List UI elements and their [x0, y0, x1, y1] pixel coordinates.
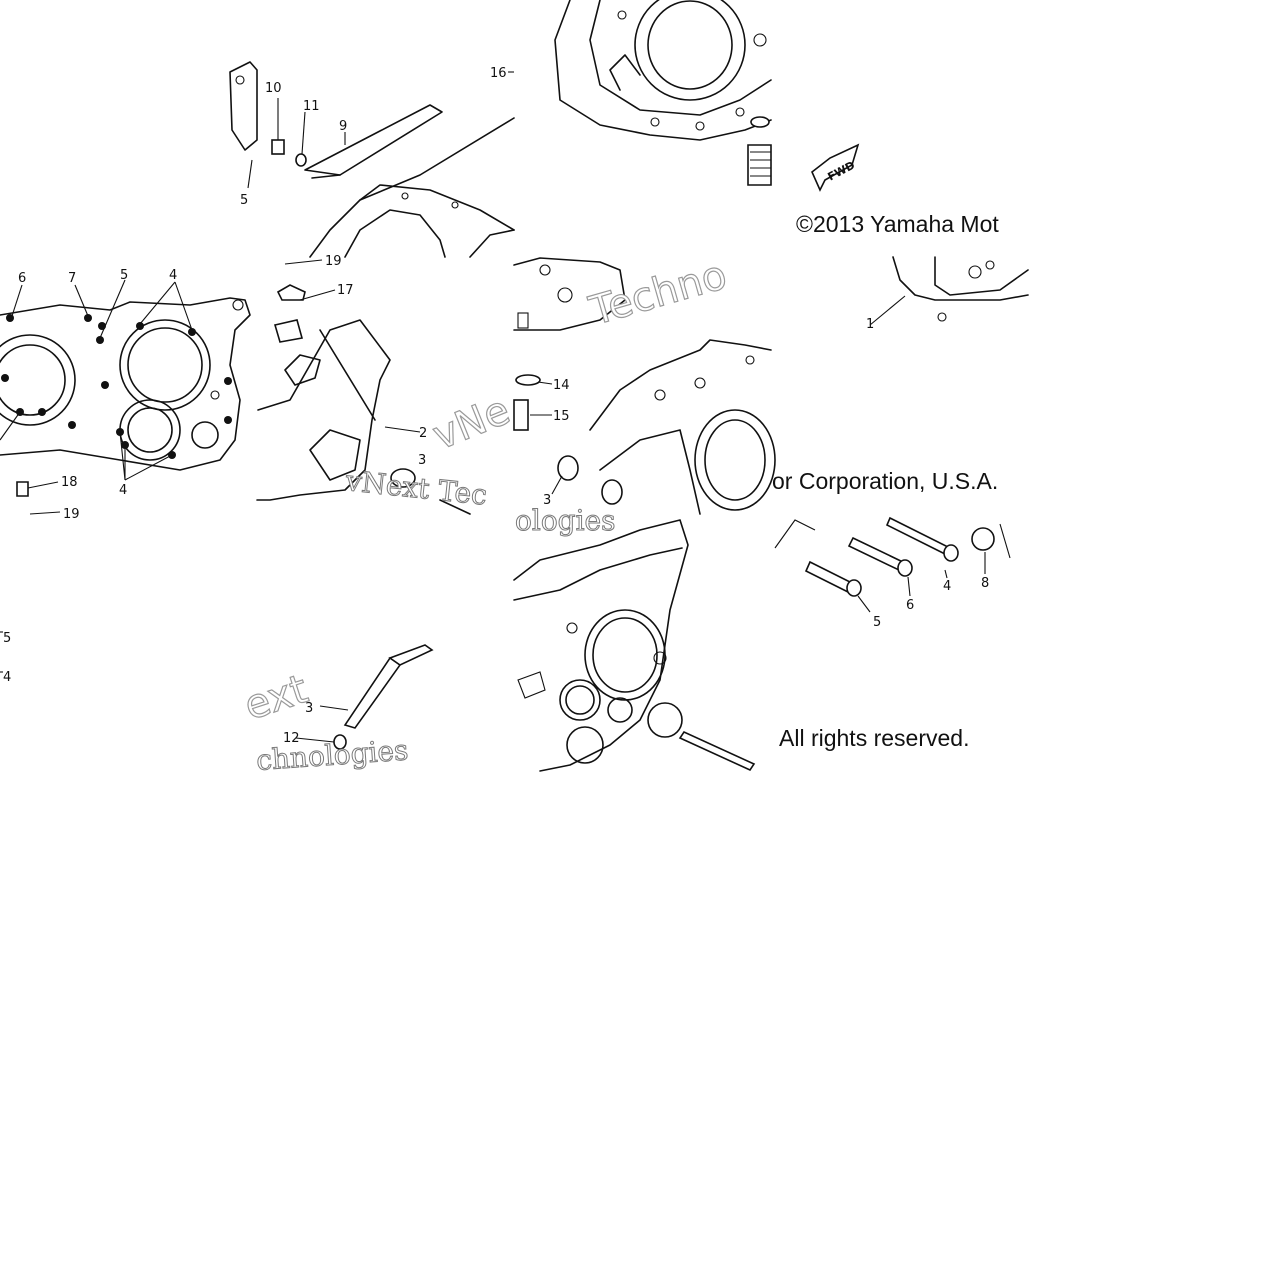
tile-cover-right	[869, 256, 1029, 326]
callout-4: 4	[943, 579, 951, 594]
tile-cover-upper-left	[229, 61, 515, 258]
callout-5: 5	[3, 631, 11, 646]
tile-hose	[295, 644, 434, 750]
callout-17: 17	[337, 283, 354, 298]
callout-9: 9	[339, 119, 347, 134]
callout-14: 14	[553, 378, 570, 393]
watermark-fragment: ext	[239, 666, 313, 729]
callout-5: 5	[240, 193, 248, 208]
callout-7: 7	[68, 271, 76, 286]
watermark-fragment: vNext Tec	[343, 464, 488, 512]
callout-8: 8	[981, 576, 989, 591]
tile-crankcase-right	[513, 257, 776, 515]
copyright-line-2: or Corporation, U.S.A.	[772, 468, 998, 494]
watermark-fragment: chnologies	[255, 733, 409, 777]
tile-left-lower	[0, 631, 3, 673]
callout-11: 11	[303, 99, 320, 114]
callout-1: 1	[866, 317, 874, 332]
callout-6: 6	[18, 271, 26, 286]
callout-5: 5	[120, 268, 128, 283]
callout-5: 5	[873, 615, 881, 630]
tile-crankcase-top	[554, 0, 772, 186]
callout-3: 3	[418, 453, 426, 468]
watermark-fragment: ologies	[515, 504, 616, 537]
callout-19: 19	[325, 254, 342, 269]
callout-10: 10	[265, 81, 282, 96]
callout-4: 4	[3, 670, 11, 685]
copyright-line-3: All rights reserved.	[779, 725, 969, 751]
callout-6: 6	[906, 598, 914, 613]
copyright-line-1: ©2013 Yamaha Mot	[796, 211, 999, 237]
callout-4-lower: 4	[119, 483, 127, 498]
callout-12: 12	[283, 731, 300, 746]
callout-3: 3	[305, 701, 313, 716]
callout-3: 3	[543, 493, 551, 508]
callout-15: 15	[553, 409, 570, 424]
tile-bracket	[256, 259, 471, 515]
tile-crankcase-lower	[513, 519, 756, 772]
tile-crankcase-left	[0, 279, 251, 515]
watermark-fragment: vNe	[427, 387, 517, 459]
callout-2: 2	[419, 426, 427, 441]
tile-bolts	[774, 516, 1011, 613]
fwd-arrow-icon: FWD	[811, 143, 860, 192]
callout-18: 18	[61, 475, 78, 490]
callout-19: 19	[63, 507, 80, 522]
callout-4: 4	[169, 268, 177, 283]
callout-16: 16	[490, 66, 507, 81]
